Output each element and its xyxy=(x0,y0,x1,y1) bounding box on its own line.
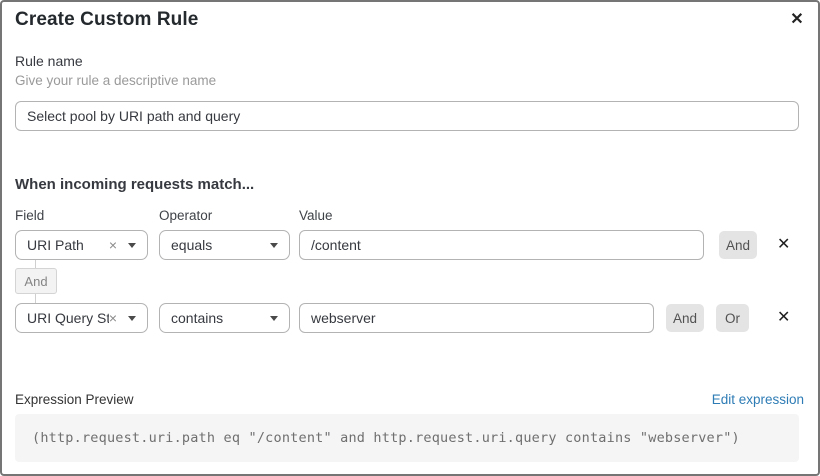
clear-icon[interactable]: × xyxy=(108,237,117,253)
and-joiner-badge: And xyxy=(15,268,57,294)
chevron-down-icon xyxy=(128,242,136,248)
column-label-field: Field xyxy=(15,208,45,223)
rule-name-helper: Give your rule a descriptive name xyxy=(15,73,217,88)
close-icon[interactable]: ✕ xyxy=(786,8,808,30)
chevron-down-icon xyxy=(270,242,278,248)
operator-select-row1[interactable]: equals xyxy=(159,230,290,260)
operator-select-row1-value: equals xyxy=(171,237,213,253)
column-label-operator: Operator xyxy=(159,208,213,223)
chevron-down-icon xyxy=(270,315,278,321)
remove-row2-icon[interactable]: ✕ xyxy=(777,309,791,326)
dialog-title: Create Custom Rule xyxy=(15,9,199,30)
remove-row1-icon[interactable]: ✕ xyxy=(777,236,791,253)
value-input-row1[interactable] xyxy=(299,230,704,260)
field-select-row2[interactable]: URI Query St... × xyxy=(15,303,148,333)
column-label-value: Value xyxy=(299,208,333,223)
field-select-row1-value: URI Path xyxy=(27,237,84,253)
field-select-row1[interactable]: URI Path × xyxy=(15,230,148,260)
chevron-down-icon xyxy=(128,315,136,321)
field-select-row2-value: URI Query St... xyxy=(27,310,109,326)
clear-icon[interactable]: × xyxy=(108,310,117,326)
operator-select-row2[interactable]: contains xyxy=(159,303,290,333)
rule-name-label: Rule name xyxy=(15,53,83,69)
edit-expression-link[interactable]: Edit expression xyxy=(711,392,804,407)
rule-name-input[interactable] xyxy=(15,101,799,131)
and-button-row2[interactable]: And xyxy=(666,304,704,332)
or-button-row2[interactable]: Or xyxy=(716,304,749,332)
connector-line-bottom xyxy=(35,294,36,303)
and-button-row1[interactable]: And xyxy=(719,231,757,259)
expression-preview-label: Expression Preview xyxy=(15,392,134,407)
expression-preview-box: (http.request.uri.path eq "/content" and… xyxy=(15,414,799,462)
match-heading: When incoming requests match... xyxy=(15,176,255,193)
operator-select-row2-value: contains xyxy=(171,310,224,326)
connector-line-top xyxy=(35,260,36,268)
expression-code: (http.request.uri.path eq "/content" and… xyxy=(32,430,740,446)
value-input-row2[interactable] xyxy=(299,303,654,333)
